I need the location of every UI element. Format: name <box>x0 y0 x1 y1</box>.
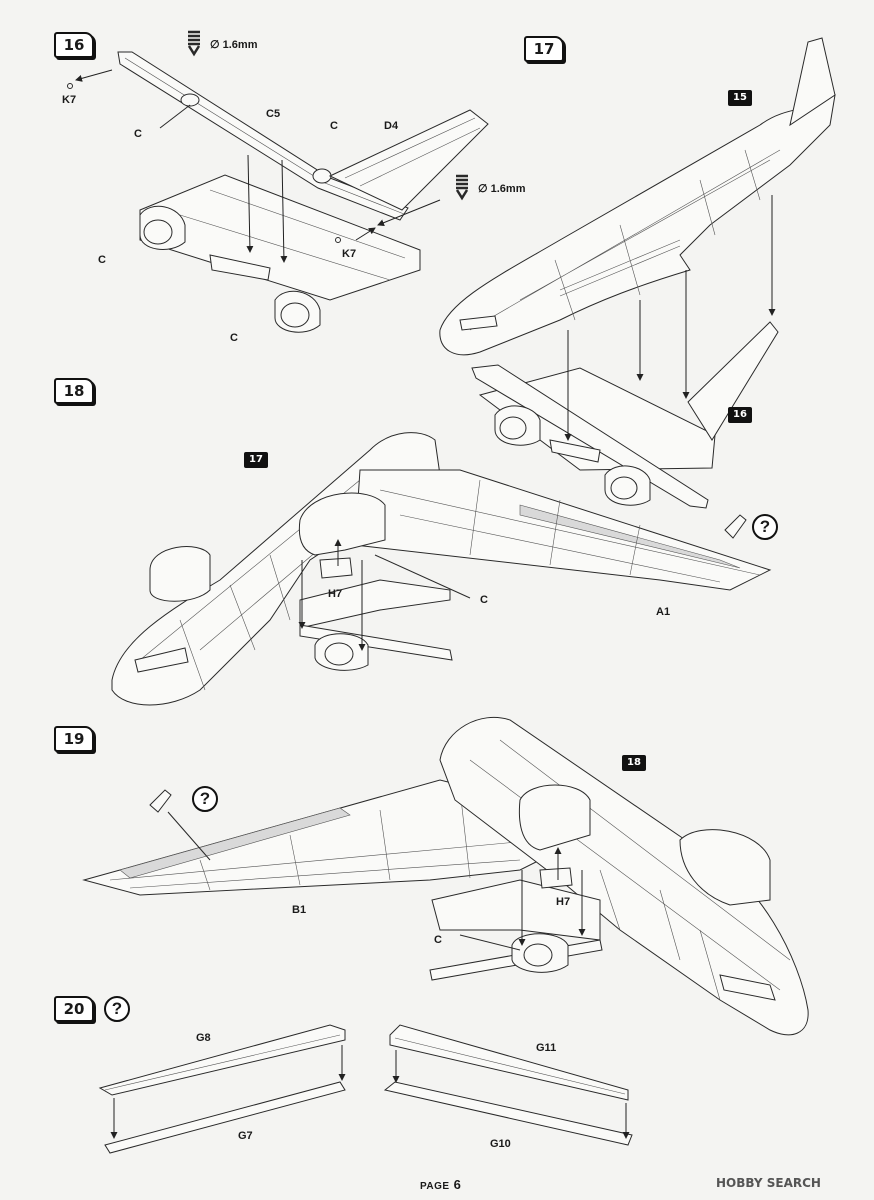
step20-drawing <box>98 1024 633 1154</box>
part-label-h7: H7 <box>328 588 343 600</box>
glue-label-c: C <box>480 594 488 606</box>
part-label-b1: B1 <box>292 904 307 916</box>
part-label-d4: D4 <box>384 120 399 132</box>
step19-drawing <box>82 716 809 1036</box>
part-label-g11: G11 <box>536 1042 557 1054</box>
part-label-a1: A1 <box>656 606 671 618</box>
glue-label-c: C <box>230 332 238 344</box>
ref-17-badge: 17 <box>244 452 268 468</box>
step18-drawing <box>111 432 772 706</box>
part-label-k7: K7 <box>342 248 357 260</box>
ref-16-badge: 16 <box>728 407 752 423</box>
step-17-badge: 17 <box>524 36 564 62</box>
glue-label-c: C <box>134 128 142 140</box>
step-16-badge: 16 <box>54 32 94 58</box>
glue-label-c: C <box>98 254 106 266</box>
step16-drawing <box>67 30 489 333</box>
ref-15-badge: 15 <box>728 90 752 106</box>
part-label-g7: G7 <box>238 1130 253 1142</box>
step17-drawing <box>439 37 836 509</box>
screw-size-label: ∅ 1.6mm <box>210 39 258 51</box>
part-label-k7: K7 <box>62 94 77 106</box>
step-20-badge: 20 <box>54 996 94 1022</box>
part-label-c5: C5 <box>266 108 281 120</box>
screw-size-label: ∅ 1.6mm <box>478 183 526 195</box>
page-number: 6 <box>453 1177 462 1192</box>
page-label: PAGE <box>420 1181 450 1192</box>
help-icon: ? <box>192 786 218 812</box>
help-icon: ? <box>752 514 778 540</box>
part-label-g10: G10 <box>490 1138 511 1150</box>
part-label-g8: G8 <box>196 1032 211 1044</box>
step-19-badge: 19 <box>54 726 94 752</box>
part-label-h7: H7 <box>556 896 571 908</box>
step-18-badge: 18 <box>54 378 94 404</box>
help-icon: ? <box>104 996 130 1022</box>
glue-label-c: C <box>434 934 442 946</box>
watermark-text: HOBBY SEARCH <box>716 1176 821 1190</box>
glue-label-c: C <box>330 120 338 132</box>
ref-18-badge: 18 <box>622 755 646 771</box>
